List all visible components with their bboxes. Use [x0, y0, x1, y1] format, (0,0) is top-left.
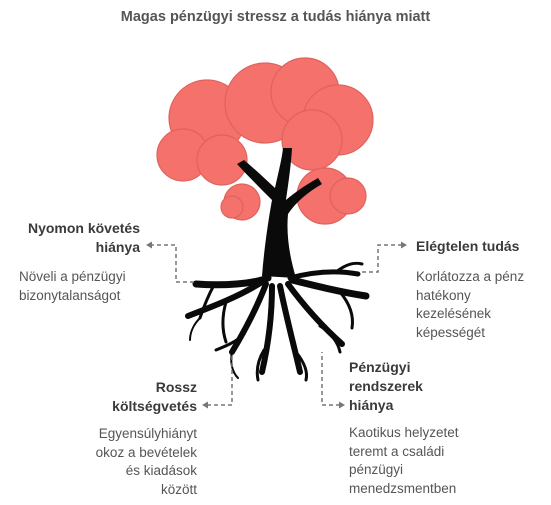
- arrow-tracking: [146, 241, 152, 249]
- connector-tracking: [150, 244, 194, 283]
- desc-budget-line: Egyensúlyhiányt: [98, 426, 197, 441]
- connector-arrows: [146, 241, 407, 409]
- desc-budget-line: és kiadások: [125, 463, 197, 478]
- desc-systems-line: Kaotikus helyzetet: [349, 425, 459, 440]
- tree-icon: [156, 57, 374, 382]
- label-tracking-line: Nyomon követés: [27, 220, 140, 236]
- label-budget-line: Rossz: [155, 379, 197, 395]
- desc-systems-line: teremt a családi: [349, 443, 445, 459]
- desc-knowledge: Korlátozza a pénz hatékony kezelésének k…: [416, 268, 524, 342]
- connector-systems: [321, 352, 340, 406]
- desc-tracking-line: Növeli a pénzügyi: [19, 269, 126, 284]
- desc-knowledge-line: kezelésének: [416, 306, 492, 321]
- tree-roots: [185, 261, 370, 382]
- label-systems-line: hiánya: [349, 397, 394, 413]
- connectors: [150, 244, 402, 406]
- label-budget: Rossz költségvetés: [112, 378, 197, 416]
- diagram-title: Magas pénzügyi stressz a tudás hiánya mi…: [120, 9, 431, 25]
- desc-tracking: Növeli a pénzügyi bizonytalanságot: [19, 268, 126, 305]
- desc-systems-line: pénzügyi: [349, 462, 404, 477]
- tree-trunk: [237, 148, 322, 278]
- desc-tracking-line: bizonytalanságot: [19, 287, 121, 303]
- desc-budget-line: között: [160, 481, 197, 497]
- arrow-budget: [202, 401, 208, 409]
- desc-knowledge-line: hatékony: [416, 287, 471, 303]
- label-tracking-line: hiánya: [95, 239, 140, 255]
- connector-budget: [207, 356, 233, 406]
- label-budget-line: költségvetés: [112, 398, 197, 414]
- label-systems: Pénzügyi rendszerek hiánya: [349, 358, 423, 415]
- desc-knowledge-line: Korlátozza a pénz: [416, 269, 525, 284]
- desc-systems: Kaotikus helyzetet teremt a családi pénz…: [349, 424, 459, 498]
- label-knowledge: Elégtelen tudás: [416, 237, 519, 256]
- label-systems-line: rendszerek: [349, 378, 423, 394]
- desc-knowledge-line: képességét: [416, 324, 486, 340]
- desc-budget-line: okoz a bevételek: [95, 444, 197, 460]
- label-tracking: Nyomon követés hiánya: [28, 219, 140, 257]
- desc-systems-line: menedzsmentben: [349, 480, 457, 496]
- arrow-knowledge: [401, 241, 407, 249]
- label-knowledge-line: Elégtelen tudás: [416, 238, 520, 254]
- desc-budget: Egyensúlyhiányt okoz a bevételek és kiad…: [96, 425, 197, 499]
- tree-canopy: [156, 57, 374, 225]
- arrow-systems: [339, 401, 345, 409]
- label-systems-line: Pénzügyi: [349, 359, 411, 375]
- connector-knowledge: [362, 244, 402, 273]
